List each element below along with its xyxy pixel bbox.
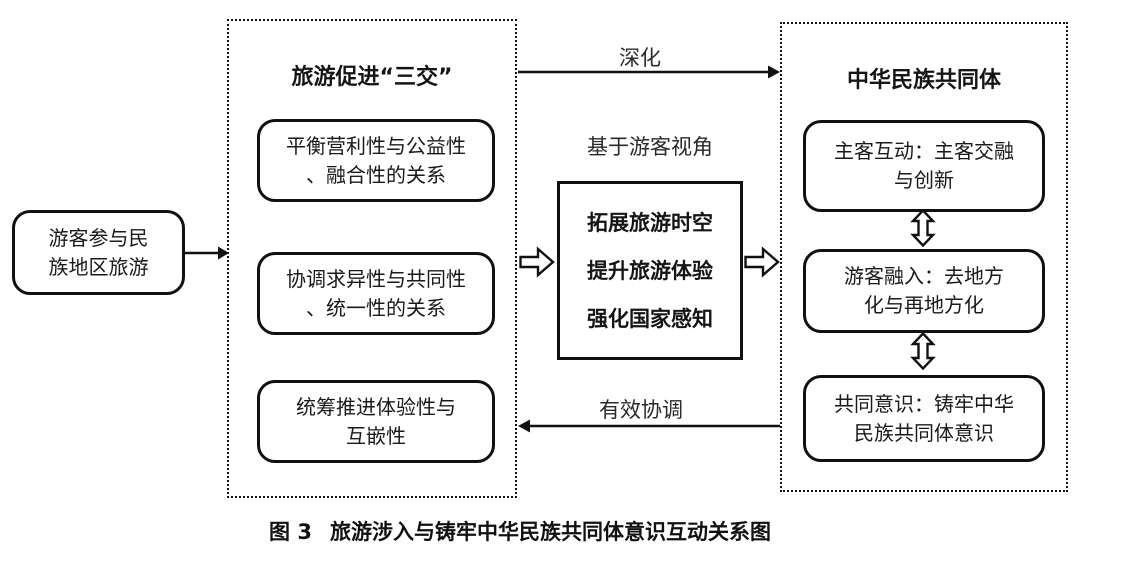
tourist-entry-box: 游客参与民 族地区旅游 — [12, 210, 185, 295]
hollow-arrow-right-icon — [744, 246, 780, 278]
coordination-arrow-icon — [518, 419, 780, 433]
community-box-integration: 游客融入：去地方 化与再地方化 — [803, 249, 1045, 333]
deepen-arrow-icon — [518, 65, 780, 79]
coordination-label: 有效协调 — [599, 398, 683, 422]
relationship-box-profit: 平衡营利性与公益性 、融合性的关系 — [257, 119, 495, 202]
caption-title: 旅游涉入与铸牢中华民族共同体意识互动关系图 — [329, 520, 771, 544]
double-arrow-bottom-icon — [910, 332, 936, 370]
core-mechanism-box: 拓展旅游时空 提升旅游体验 强化国家感知 — [557, 181, 743, 360]
tourist-perspective-label: 基于游客视角 — [587, 135, 713, 159]
community-box-interaction: 主客互动：主客交融 与创新 — [803, 120, 1045, 212]
tourism-promotion-panel: 旅游促进“三交” 平衡营利性与公益性 、融合性的关系 协调求异性与共同性 、统一… — [227, 19, 517, 498]
relationship-box-difference: 协调求异性与共同性 、统一性的关系 — [257, 252, 495, 335]
relationship-box-experience: 统筹推进体验性与 互嵌性 — [257, 380, 495, 463]
tourism-promotion-title: 旅游促进“三交” — [291, 65, 453, 90]
deepen-label: 深化 — [619, 46, 661, 70]
community-title: 中华民族共同体 — [846, 68, 1001, 93]
community-box-consciousness: 共同意识：铸牢中华 民族共同体意识 — [803, 375, 1045, 462]
hollow-arrow-left-icon — [519, 246, 555, 278]
double-arrow-top-icon — [910, 209, 936, 247]
figure-caption: 图 3 旅游涉入与铸牢中华民族共同体意识互动关系图 — [0, 516, 1040, 546]
caption-prefix: 图 3 — [269, 520, 312, 544]
entry-arrow-icon — [184, 246, 229, 260]
community-panel: 中华民族共同体 主客互动：主客交融 与创新 游客融入：去地方 化与再地方化 共同… — [780, 22, 1068, 492]
